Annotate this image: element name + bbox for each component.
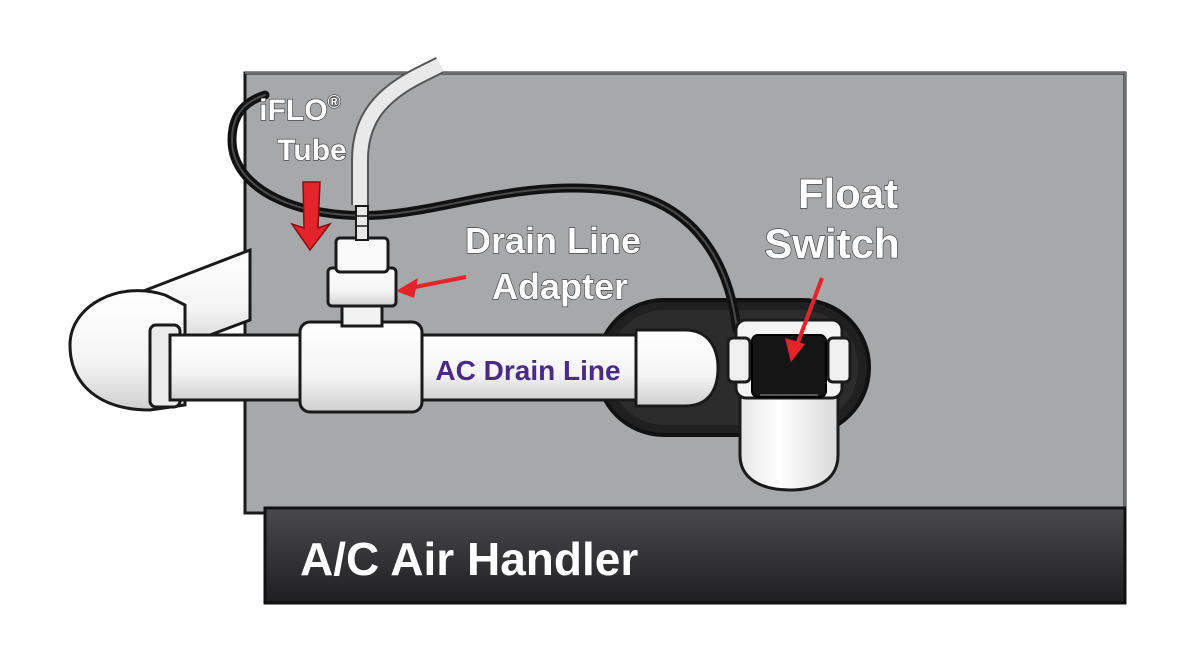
drain-adapter-label-line1: Drain Line [465,220,641,261]
pipe-elbow [68,289,187,412]
ac-drain-pipe [168,320,720,414]
float-switch-label-line1: Float [798,170,898,217]
iflo-label-line1: iFLO® [259,92,341,127]
drain-line-adapter [326,205,398,328]
adapter-arrow [396,275,467,298]
registered-mark: ® [328,92,341,112]
float-switch [726,318,852,492]
iflo-tube [351,56,445,205]
iflo-label-line2: Tube [277,134,346,167]
float-switch-arrow [785,277,824,362]
ac-drain-line-label: AC Drain Line [435,355,620,386]
iflo-arrow [290,181,333,252]
iflo-label-text: iFLO [259,94,327,127]
air-handler-label: A/C Air Handler [300,533,638,585]
air-handler-base-bar [263,506,1127,605]
float-switch-label-line2: Switch [764,220,899,267]
drain-adapter-label-line2: Adapter [492,266,628,307]
